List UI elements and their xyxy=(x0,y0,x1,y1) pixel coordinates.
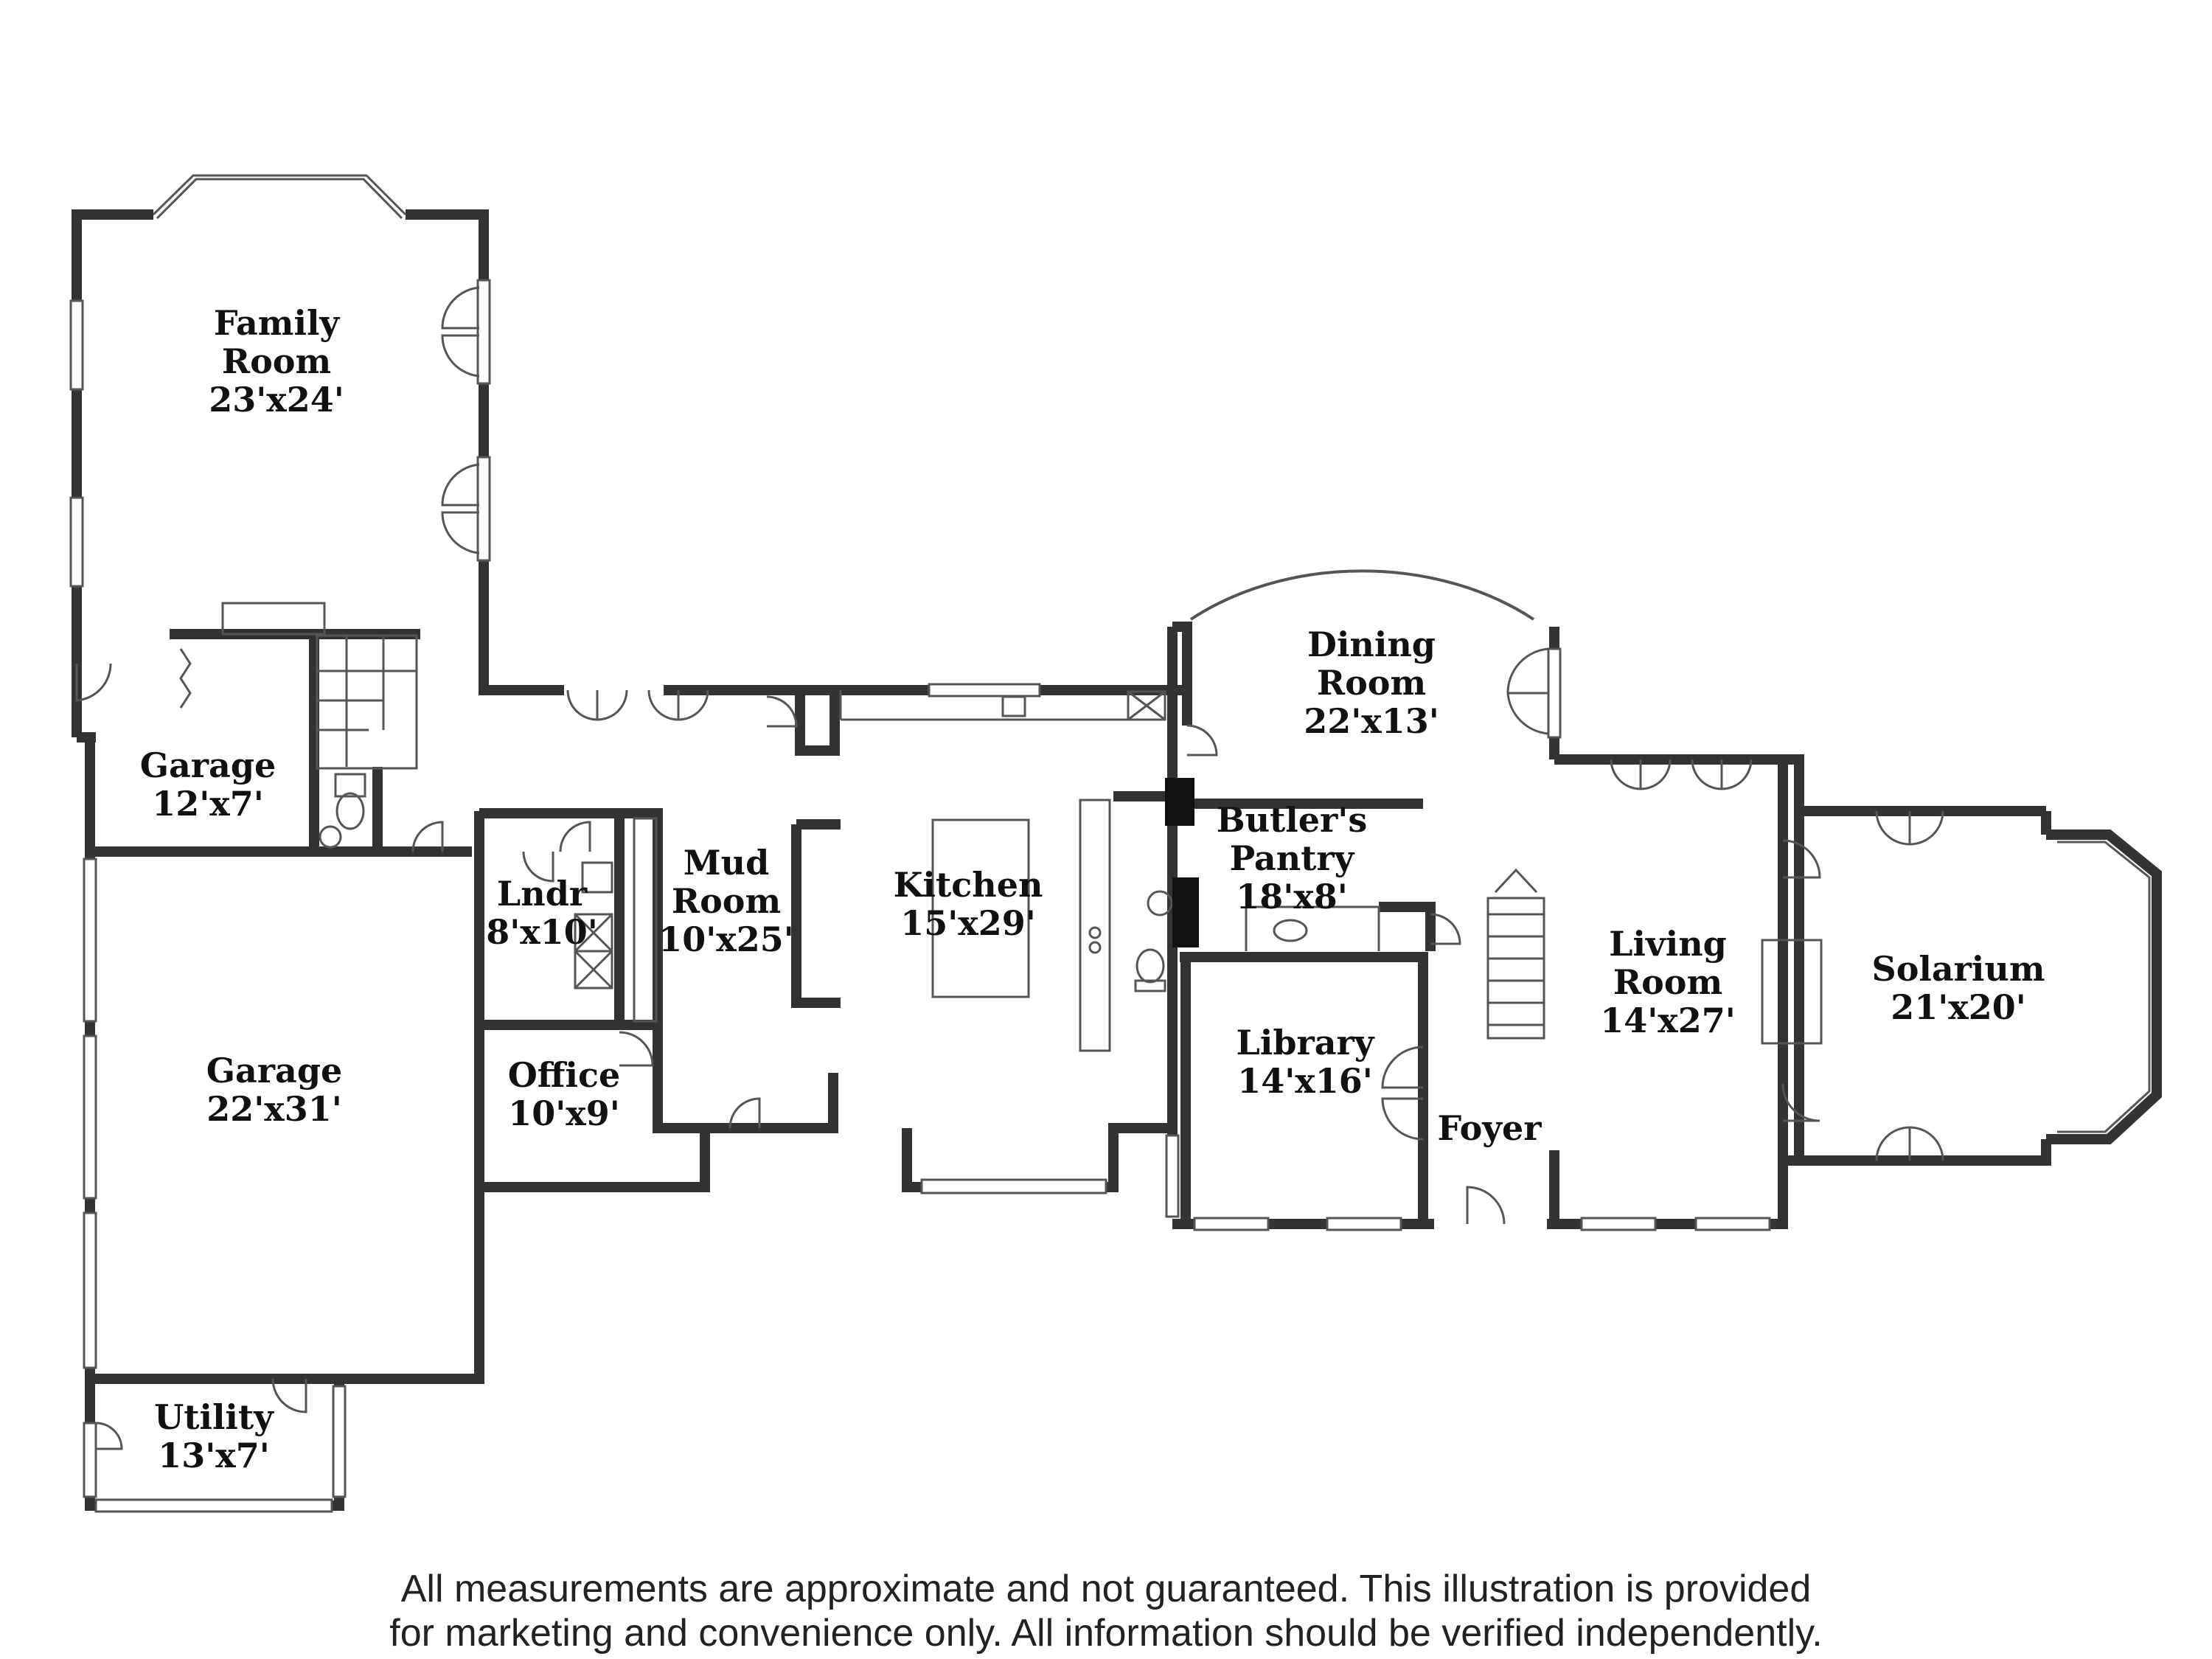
windows-and-openings xyxy=(69,174,2162,1513)
family-room-label-2: Room xyxy=(222,341,331,381)
walls xyxy=(72,209,2051,1511)
laundry-label: Lndr xyxy=(497,874,588,914)
garage-small-label: Garage xyxy=(140,745,276,785)
utility-dims: 13'x7' xyxy=(158,1436,270,1475)
living-room-label: Living xyxy=(1609,924,1727,964)
solarium-dims: 21'x20' xyxy=(1891,987,2026,1027)
family-room-dims: 23'x24' xyxy=(209,380,344,420)
mud-room-label: Mud xyxy=(684,843,770,883)
office-dims: 10'x9' xyxy=(508,1093,620,1133)
disclaimer: All measurements are approximate and not… xyxy=(0,1567,2212,1655)
doors xyxy=(75,286,1944,1450)
mud-room-label-2: Room xyxy=(672,881,781,921)
dining-room-label: Dining xyxy=(1307,625,1436,664)
garage-large-dims: 22'x31' xyxy=(206,1089,342,1129)
disclaimer-line-2: for marketing and convenience only. All … xyxy=(389,1612,1823,1655)
library-label: Library xyxy=(1237,1023,1375,1062)
kitchen-dims: 15'x29' xyxy=(900,903,1036,943)
living-room-dims: 14'x27' xyxy=(1600,1001,1736,1040)
office-label: Office xyxy=(508,1055,621,1095)
kitchen-label: Kitchen xyxy=(894,865,1043,905)
room-labels: Family Room 23'x24' Garage 12'x7' Garage… xyxy=(140,303,2045,1475)
butlers-pantry-label: Butler's xyxy=(1217,800,1368,840)
dining-room-label-2: Room xyxy=(1317,663,1426,703)
butlers-pantry-label-2: Pantry xyxy=(1230,838,1355,878)
living-room-label-2: Room xyxy=(1613,962,1722,1002)
mud-room-dims: 10'x25' xyxy=(658,919,794,959)
chimney-blocks xyxy=(1165,778,1199,947)
garage-small-dims: 12'x7' xyxy=(152,784,264,824)
utility-label: Utility xyxy=(154,1397,274,1437)
laundry-dims: 8'x10' xyxy=(486,912,598,952)
library-dims: 14'x16' xyxy=(1237,1061,1373,1101)
disclaimer-line-1: All measurements are approximate and not… xyxy=(400,1568,1812,1610)
fixtures xyxy=(179,602,1823,1052)
butlers-pantry-dims: 18'x8' xyxy=(1236,877,1348,917)
solarium-label: Solarium xyxy=(1871,949,2045,989)
foyer-label: Foyer xyxy=(1437,1108,1542,1148)
garage-large-label: Garage xyxy=(206,1051,343,1091)
family-room-label: Family xyxy=(214,303,341,343)
dining-room-dims: 22'x13' xyxy=(1304,701,1439,741)
